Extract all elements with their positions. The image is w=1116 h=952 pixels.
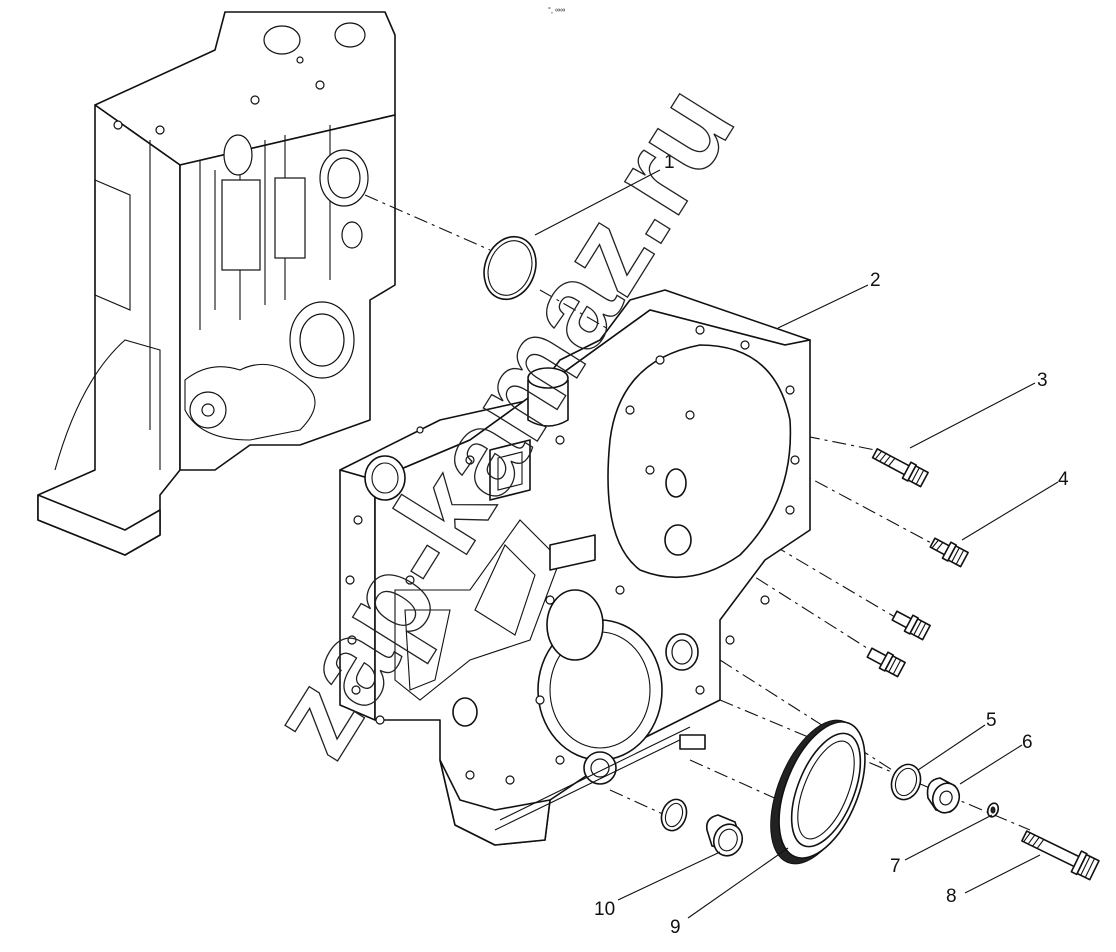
bolt-3 (871, 448, 929, 488)
callout-9: 9 (670, 917, 681, 938)
timing-gear-housing (339, 289, 811, 846)
callout-3: 3 (1037, 370, 1048, 391)
header-text: °˳ ∞∞ (548, 6, 565, 14)
callout-2: 2 (870, 270, 881, 291)
bolt-8 (1021, 830, 1100, 881)
bolt-short-a (891, 610, 931, 641)
callout-7: 7 (890, 856, 901, 877)
o-ring-plug (660, 798, 688, 832)
callout-1: 1 (664, 152, 675, 173)
o-ring-5 (890, 763, 922, 801)
plug-10 (705, 814, 744, 857)
crankshaft-seal-9 (770, 719, 866, 865)
callout-4: 4 (1058, 469, 1069, 490)
callout-labels: 1 2 3 4 5 6 7 8 9 10 (594, 152, 1069, 938)
engine-block (37, 11, 396, 556)
o-ring-1 (483, 235, 537, 301)
leader-lines (534, 169, 1059, 919)
callout-10: 10 (594, 899, 615, 920)
callout-8: 8 (946, 886, 957, 907)
bolt-short-b (866, 647, 906, 678)
spacer-6 (926, 777, 961, 814)
callout-5: 5 (986, 710, 997, 731)
callout-6: 6 (1022, 732, 1033, 753)
bolt-4 (929, 537, 969, 568)
washer-7 (986, 802, 1000, 818)
